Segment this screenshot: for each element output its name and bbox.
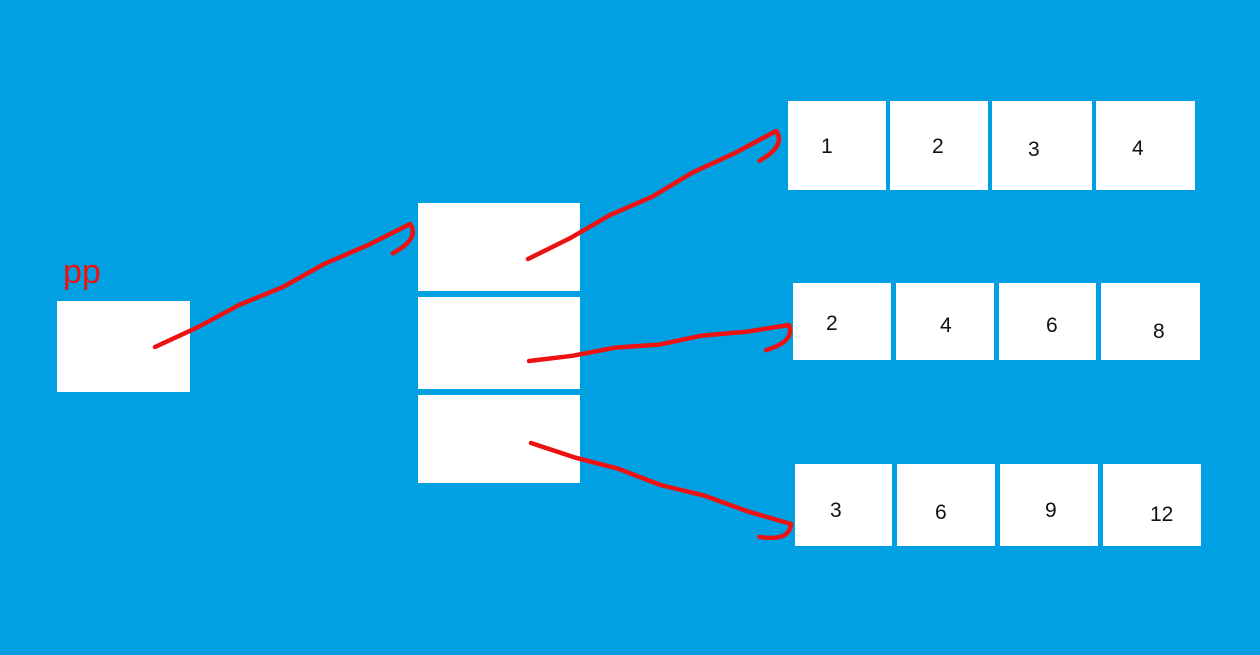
output-cell-r1-c4[interactable]: 4 <box>1096 101 1195 190</box>
output-cell-r1-c1[interactable]: 1 <box>788 101 886 190</box>
output-cell-r3-c4[interactable]: 12 <box>1103 464 1201 546</box>
output-cell-r1-c2[interactable]: 2 <box>890 101 988 190</box>
output-cell-r1-c3[interactable]: 3 <box>992 101 1092 190</box>
middle-box-2[interactable] <box>418 297 580 389</box>
arrow-head-icon <box>390 221 415 256</box>
output-cell-value: 6 <box>1046 314 1058 337</box>
source-box[interactable] <box>57 301 190 392</box>
output-cell-value: 1 <box>821 135 833 158</box>
output-cell-value: 6 <box>935 501 947 524</box>
output-cell-r2-c4[interactable]: 8 <box>1101 283 1200 360</box>
output-cell-value: 9 <box>1045 499 1057 522</box>
arrow-source-to-middle <box>152 221 415 350</box>
output-cell-value: 4 <box>940 314 952 337</box>
output-cell-r3-c3[interactable]: 9 <box>1000 464 1098 546</box>
middle-box-3[interactable] <box>418 395 580 483</box>
pp-annotation-label: pp <box>63 253 101 291</box>
output-cell-value: 2 <box>932 135 944 158</box>
output-cell-r2-c1[interactable]: 2 <box>793 283 891 360</box>
output-cell-value: 3 <box>830 499 842 522</box>
output-cell-r3-c2[interactable]: 6 <box>897 464 995 546</box>
arrow-head-icon <box>757 521 794 541</box>
arrow-head-icon <box>757 128 782 164</box>
output-cell-value: 3 <box>1028 138 1040 161</box>
output-cell-value: 2 <box>826 312 838 335</box>
middle-box-1[interactable] <box>418 203 580 291</box>
output-cell-r2-c3[interactable]: 6 <box>999 283 1096 360</box>
arrow-shaft <box>152 221 413 350</box>
output-cell-r2-c2[interactable]: 4 <box>896 283 994 360</box>
output-cell-value: 8 <box>1153 320 1165 343</box>
output-cell-value: 12 <box>1150 503 1174 526</box>
arrow-head-icon <box>763 322 793 353</box>
output-cell-value: 4 <box>1132 137 1144 160</box>
output-cell-r3-c1[interactable]: 3 <box>795 464 892 546</box>
